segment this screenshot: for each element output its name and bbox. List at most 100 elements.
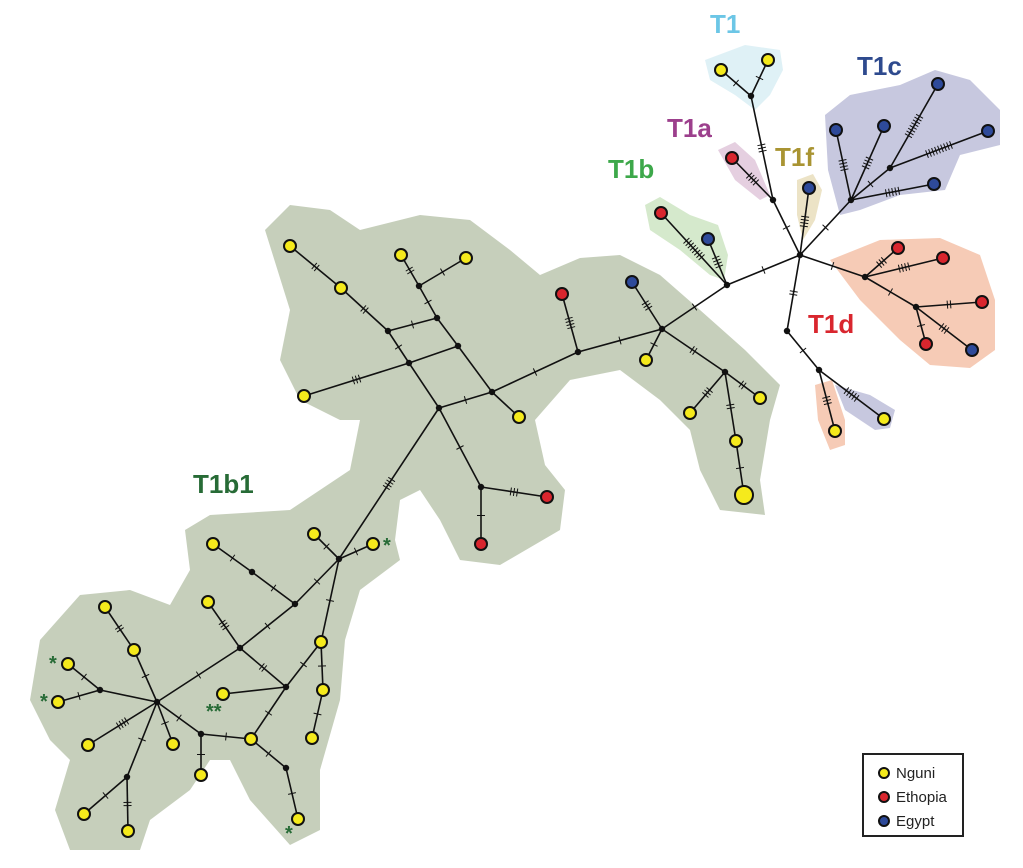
network-edge (289, 245, 342, 289)
mutation-tick (313, 712, 322, 716)
network-edge (724, 371, 761, 399)
haplotype-node-nguni (166, 737, 180, 751)
network-edge (239, 647, 287, 688)
haplotype-node-nguni (194, 768, 208, 782)
asterisk: * (49, 653, 57, 675)
mutation-tick (357, 374, 362, 383)
median-vector-node (123, 773, 131, 781)
mutation-tick (748, 174, 755, 182)
mutation-tick (946, 300, 949, 309)
mutation-tick (867, 180, 874, 188)
mutation-tick (799, 347, 807, 354)
mutation-tick (904, 263, 907, 272)
mutation-tick (195, 671, 202, 679)
haplotype-node-nguni (316, 683, 330, 697)
mutation-tick (750, 176, 757, 184)
network-edge (724, 371, 737, 442)
mutation-tick (509, 487, 512, 496)
mutation-tick (789, 290, 798, 293)
mutation-tick (735, 466, 745, 470)
mutation-tick (388, 476, 396, 483)
mutation-tick (353, 547, 359, 556)
legend-item-nguni: Nguni (878, 761, 962, 785)
clade-label-T1c: T1c (857, 51, 902, 81)
haplotype-node-nguni (512, 410, 526, 424)
mutation-tick (876, 261, 883, 268)
mutation-tick (714, 261, 722, 266)
mutation-tick (261, 665, 268, 672)
median-vector-node (747, 92, 755, 100)
haplotype-node-nguni (61, 657, 75, 671)
median-vector-node (454, 342, 462, 350)
legend: Nguni Ethopia Egypt (862, 753, 964, 837)
mutation-tick (424, 299, 432, 305)
median-vector-node (384, 327, 392, 335)
haplotype-node-nguni (201, 595, 215, 609)
mutation-tick (726, 403, 735, 407)
median-vector-node (282, 683, 290, 691)
clade-label-T1a: T1a (667, 113, 712, 143)
mutation-tick (800, 218, 809, 221)
haplotype-node-egypt (981, 124, 995, 138)
haplotype-node-egypt (802, 181, 816, 195)
mutation-tick (733, 79, 739, 87)
mutation-tick (407, 269, 415, 275)
network-edge (707, 238, 728, 286)
mutation-tick (463, 396, 468, 404)
mutation-tick (351, 376, 356, 385)
median-vector-node (415, 282, 423, 290)
median-vector-node (405, 359, 413, 367)
haplotype-node-egypt (927, 177, 941, 191)
mutation-tick (258, 663, 265, 670)
median-vector-node (769, 196, 777, 204)
haplotype-node-ethiopia (975, 295, 989, 309)
mutation-tick (853, 394, 860, 402)
median-vector-node (248, 568, 256, 576)
mutation-tick (141, 673, 150, 679)
mutation-tick (121, 718, 127, 727)
haplotype-node-nguni (394, 248, 408, 262)
mutation-tick (698, 254, 705, 261)
mutation-tick (81, 673, 87, 681)
mutation-tick (264, 622, 271, 630)
mutation-tick (704, 389, 711, 396)
mutation-tick (740, 382, 747, 390)
mutation-tick (313, 578, 321, 585)
mutation-tick (880, 257, 887, 264)
mutation-tick (138, 737, 146, 742)
egypt-dot-icon (878, 815, 890, 827)
mutation-tick (878, 259, 885, 266)
mutation-tick (567, 326, 576, 330)
haplotype-node-ethiopia (936, 251, 950, 265)
mutation-tick (410, 320, 415, 329)
mutation-tick (726, 406, 735, 410)
mutation-tick (907, 262, 911, 271)
mutation-tick (702, 391, 709, 398)
haplotype-node-egypt (877, 119, 891, 133)
mutation-tick (851, 392, 857, 400)
mutation-tick (789, 293, 798, 296)
median-vector-node (912, 303, 920, 311)
mutation-tick (102, 792, 109, 799)
median-vector-node (236, 644, 244, 652)
haplotype-node-nguni (81, 738, 95, 752)
mutation-tick (300, 661, 307, 668)
median-vector-node (335, 555, 343, 563)
mutation-tick (116, 627, 124, 633)
mutation-tick (265, 750, 272, 757)
mutation-tick (643, 302, 651, 309)
mutation-tick (943, 326, 950, 334)
haplotype-node-nguni (216, 687, 230, 701)
haplotype-node-ethiopia (474, 537, 488, 551)
median-vector-node (723, 281, 731, 289)
haplotype-node-nguni (283, 239, 297, 253)
mutation-tick (906, 130, 914, 136)
mutation-tick (843, 387, 850, 395)
haplotype-node-nguni (459, 251, 473, 265)
mutation-tick (865, 156, 874, 161)
clade-label-T1b: T1b (608, 154, 654, 184)
mutation-tick (692, 347, 698, 355)
mutation-tick (386, 479, 394, 485)
network-edge (222, 686, 287, 695)
mutation-tick (287, 792, 297, 795)
